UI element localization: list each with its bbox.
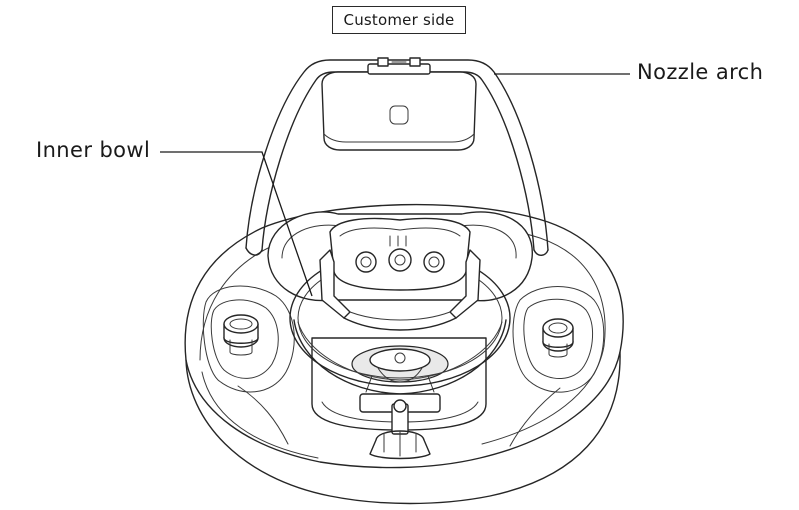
left-basin-well <box>202 285 295 445</box>
customer-side-text: Customer side <box>343 11 455 29</box>
right-basin-well <box>509 286 605 447</box>
right-knob-icon <box>542 318 574 358</box>
front-stem <box>359 393 441 460</box>
nozzle-head <box>319 217 481 331</box>
control-box <box>321 57 477 151</box>
inner-bowl-callout: Inner bowl <box>36 138 151 162</box>
customer-side-label: Customer side <box>332 6 466 34</box>
inner-bowl-leader <box>160 151 313 297</box>
left-knob-icon <box>223 314 259 356</box>
center-pedestal <box>311 337 487 431</box>
nozzle-arch-callout: Nozzle arch <box>637 60 764 84</box>
